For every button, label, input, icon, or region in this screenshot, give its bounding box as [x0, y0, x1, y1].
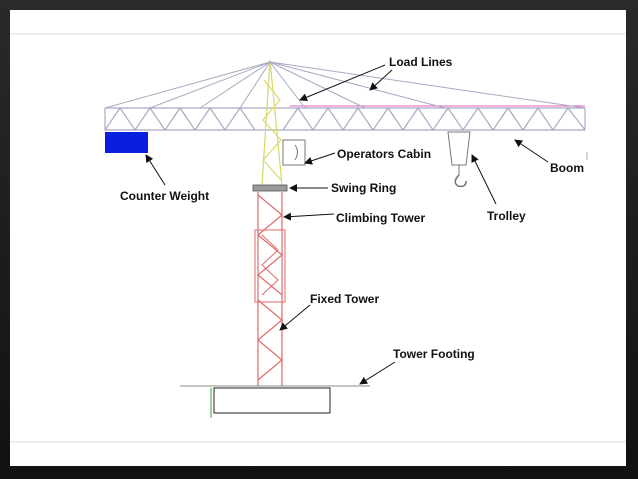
label-fixed-tower: Fixed Tower: [310, 292, 379, 306]
label-climbing-tower: Climbing Tower: [336, 211, 425, 225]
arrow-trolley: [471, 154, 497, 205]
label-counter-weight: Counter Weight: [120, 189, 209, 203]
label-operators-cabin: Operators Cabin: [337, 147, 431, 161]
label-load-lines: Load Lines: [389, 55, 453, 69]
arrow-fixed-tower: [279, 304, 311, 331]
load-lines: [104, 61, 586, 109]
swing-ring-plate: [252, 184, 288, 192]
arrow-load-lines-1: [299, 64, 386, 102]
boom-truss: [104, 106, 586, 132]
climbing-frame: [254, 229, 286, 303]
climbing-frame-bracing: [261, 234, 279, 296]
operators-cabin-shape: [282, 139, 306, 166]
label-trolley: Trolley: [487, 209, 526, 223]
operators-cabin-window: [294, 144, 298, 161]
arrow-load-lines-2: [369, 69, 393, 91]
arrow-counter-weight: [145, 154, 166, 186]
label-arrows: [145, 64, 549, 385]
fixed-tower-truss: [257, 299, 283, 381]
mast-top: [261, 59, 283, 186]
label-swing-ring: Swing Ring: [331, 181, 396, 195]
arrow-tower-footing: [359, 361, 396, 385]
arrow-boom: [514, 139, 549, 163]
label-boom: Boom: [550, 161, 584, 175]
label-tower-footing: Tower Footing: [393, 347, 475, 361]
trolley-shape: [447, 131, 471, 188]
counter-weight-block: [105, 132, 148, 153]
tower-footing-block: [213, 387, 331, 414]
arrow-climbing-tower: [283, 212, 335, 221]
arrow-operators-cabin: [304, 152, 336, 165]
climbing-tower-truss: [257, 192, 283, 386]
